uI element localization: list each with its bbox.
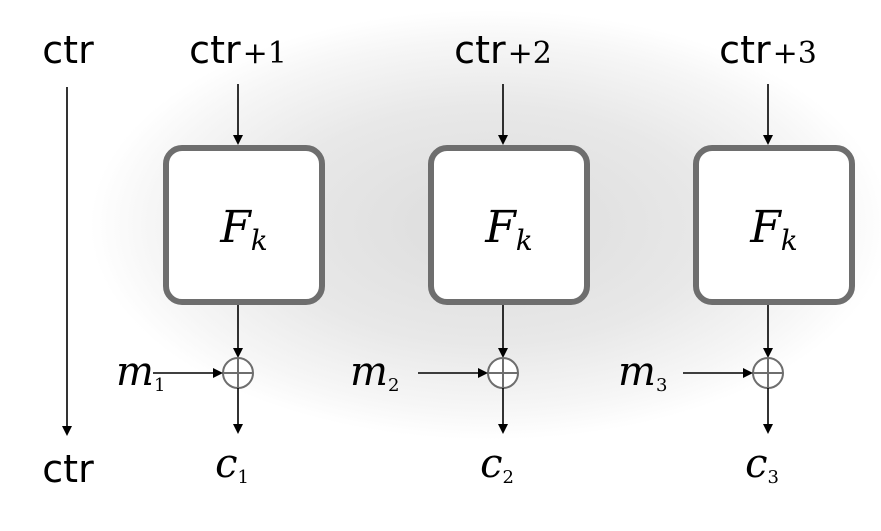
prf-label-main: F — [219, 202, 252, 253]
prf-label: Fk — [749, 202, 798, 257]
ciphertext-label-subscript: 1 — [237, 467, 248, 488]
message-label-main: m — [350, 349, 388, 395]
ciphertext-label-main: c — [745, 441, 767, 487]
ciphertext-label: c2 — [480, 441, 514, 488]
counter-input-label: ctr+1 — [189, 28, 287, 72]
prf-label: Fk — [484, 202, 533, 257]
counter-input-label: ctr+2 — [454, 28, 552, 72]
prf-label-subscript: k — [516, 224, 533, 257]
counter-input-base: ctr — [719, 28, 771, 72]
counter-input-offset: +3 — [773, 36, 817, 71]
counter-top-label: ctr — [42, 28, 94, 72]
message-label: m1 — [116, 349, 165, 396]
ciphertext-label-main: c — [480, 441, 502, 487]
message-label: m3 — [618, 349, 667, 396]
message-label-main: m — [618, 349, 656, 395]
counter-column: ctr ctr — [42, 28, 94, 491]
prf-label-main: F — [484, 202, 517, 253]
counter-input-offset: +2 — [508, 36, 552, 71]
prf-label-subscript: k — [251, 224, 268, 257]
ciphertext-label-main: c — [215, 441, 237, 487]
prf-box — [693, 145, 855, 305]
prf-label: Fk — [219, 202, 268, 257]
message-label: m2 — [350, 349, 399, 396]
counter-bottom-label: ctr — [42, 447, 94, 491]
prf-label-main: F — [749, 202, 782, 253]
counter-input-base: ctr — [189, 28, 241, 72]
ciphertext-label: c1 — [215, 441, 249, 488]
ciphertext-label-subscript: 3 — [767, 467, 778, 488]
message-label-main: m — [116, 349, 154, 395]
counter-input-base: ctr — [454, 28, 506, 72]
prf-label-subscript: k — [781, 224, 798, 257]
message-label-subscript: 2 — [388, 375, 399, 396]
ciphertext-label-subscript: 2 — [502, 467, 513, 488]
ciphertext-label: c3 — [745, 441, 779, 488]
prf-box — [163, 145, 325, 305]
message-label-subscript: 3 — [656, 375, 667, 396]
prf-box — [428, 145, 590, 305]
counter-input-offset: +1 — [243, 36, 287, 71]
message-label-subscript: 1 — [154, 375, 165, 396]
counter-input-label: ctr+3 — [719, 28, 817, 72]
